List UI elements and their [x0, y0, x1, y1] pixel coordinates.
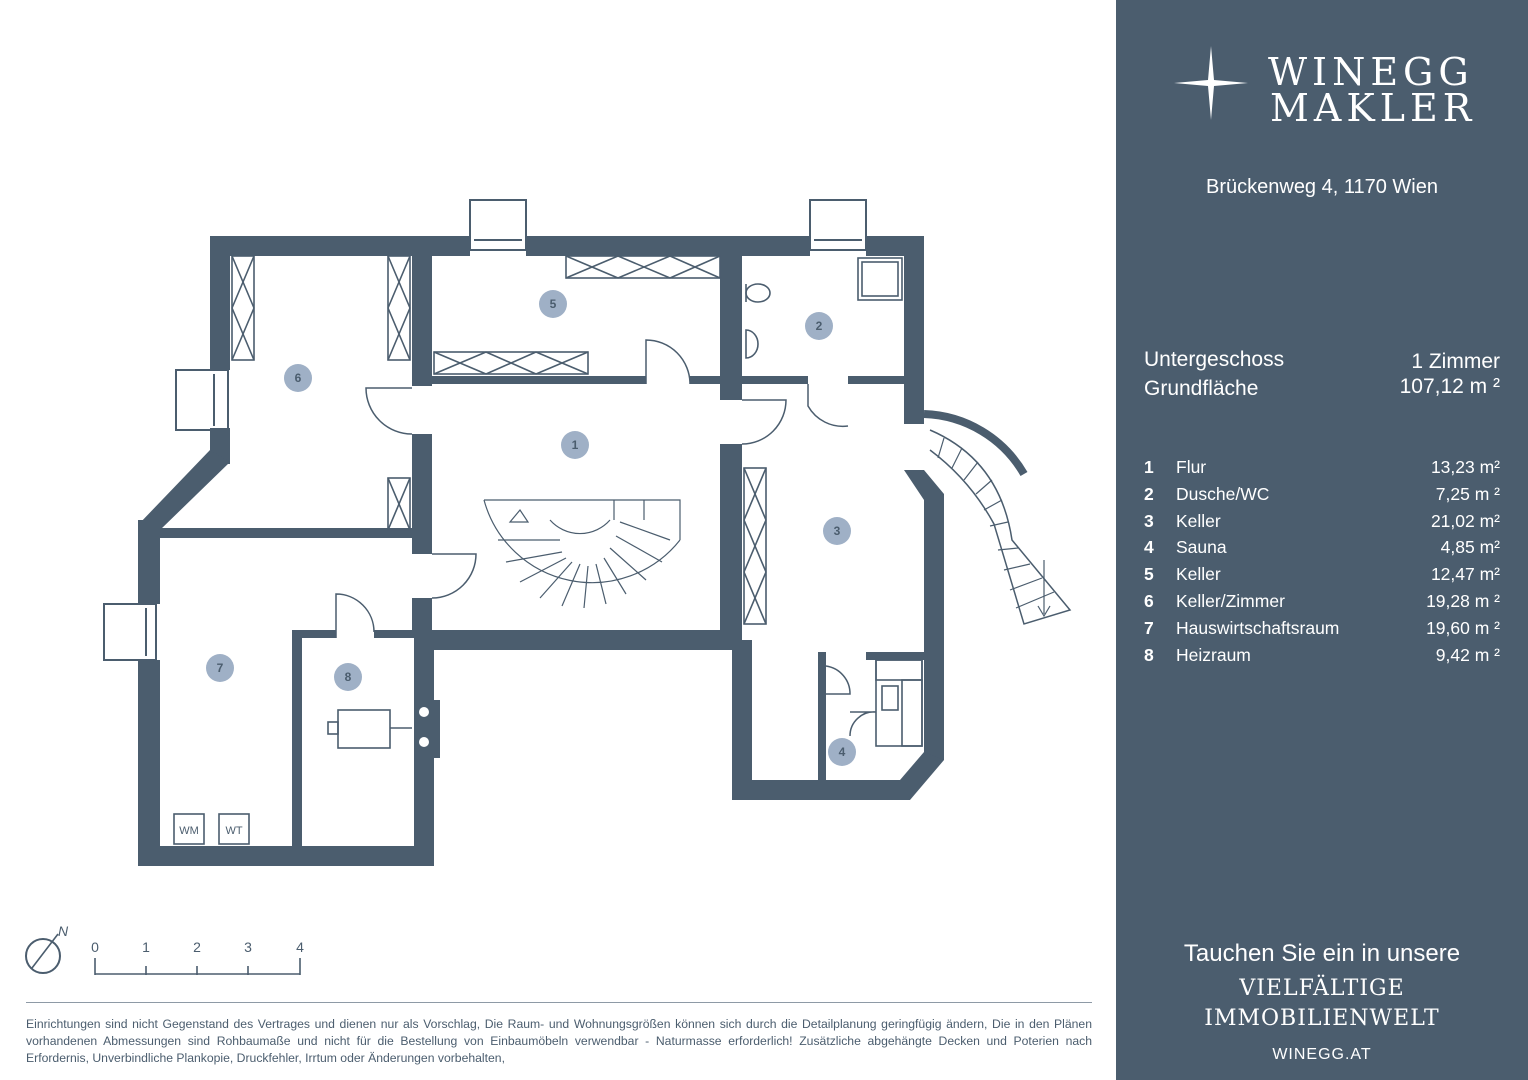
total-area-value: 107,12 m ²	[1399, 375, 1500, 398]
room-name: Sauna	[1176, 537, 1227, 558]
floor-label: Untergeschoss	[1144, 348, 1285, 371]
svg-text:8: 8	[345, 670, 352, 684]
walls	[138, 236, 944, 866]
brand-line-2: MAKLER	[1270, 86, 1477, 130]
room-name: Heizraum	[1176, 644, 1251, 665]
room-number: 6	[1144, 590, 1154, 611]
doors	[335, 339, 877, 737]
dryer-label: WT	[225, 825, 242, 837]
disclaimer-text: Einrichtungen sind nicht Gegenstand des …	[26, 1017, 1092, 1065]
area-label: Grundfläche	[1144, 377, 1259, 400]
property-address: Brückenweg 4, 1170 Wien	[1206, 176, 1438, 198]
compass-icon: N	[25, 923, 69, 974]
room-list-item: 7 Hauswirtschaftsraum 19,60 m ²	[1144, 617, 1500, 644]
scale-bar: 0 1 2 3 4	[91, 939, 304, 975]
scale-label-4: 4	[296, 939, 304, 955]
website-link[interactable]: WINEGG.AT	[1272, 1046, 1372, 1063]
svg-text:6: 6	[295, 371, 302, 385]
room-list-item: 3 Keller 21,02 m²	[1144, 510, 1500, 537]
room-marker-8: 8	[334, 663, 362, 691]
footer-divider	[26, 1002, 1092, 1003]
room-name: Hauswirtschaftsraum	[1176, 617, 1340, 638]
scale-label-0: 0	[91, 939, 99, 955]
scale-label-1: 1	[142, 939, 150, 955]
floor-plan-drawing: 1 2 3 4 5 6 7 8 WM WT N 0 1 2 3 4	[25, 199, 1072, 975]
room-name: Keller	[1176, 564, 1221, 585]
svg-text:4: 4	[839, 745, 846, 759]
room-number: 3	[1144, 510, 1154, 531]
room-list-item: 8 Heizraum 9,42 m ²	[1144, 644, 1500, 671]
room-markers: 1 2 3 4 5 6 7 8	[206, 290, 856, 766]
compass-north-label: N	[58, 923, 69, 939]
brand-line-1: WINEGG	[1268, 50, 1474, 94]
windows	[103, 199, 867, 661]
room-list-item: 2 Dusche/WC 7,25 m ²	[1144, 483, 1500, 510]
room-area: 19,60 m ²	[1426, 617, 1500, 638]
room-list-item: 4 Sauna 4,85 m²	[1144, 536, 1500, 563]
room-area: 12,47 m²	[1430, 564, 1500, 585]
room-name: Keller/Zimmer	[1176, 590, 1285, 611]
room-number: 8	[1144, 644, 1154, 665]
furniture	[173, 255, 923, 845]
room-area: 4,85 m²	[1440, 537, 1500, 558]
room-area: 21,02 m²	[1430, 510, 1500, 531]
room-area: 7,25 m ²	[1435, 483, 1500, 504]
pipes	[414, 700, 440, 758]
room-marker-1: 1	[561, 431, 589, 459]
room-list-item: 6 Keller/Zimmer 19,28 m ²	[1144, 590, 1500, 617]
room-marker-4: 4	[828, 738, 856, 766]
room-number: 1	[1144, 457, 1154, 477]
info-sidebar: WINEGG MAKLER Brückenweg 4, 1170 Wien Un…	[1116, 0, 1528, 1080]
room-number: 5	[1144, 564, 1154, 585]
room-name: Dusche/WC	[1176, 483, 1270, 504]
rooms-count: 1 Zimmer	[1411, 350, 1500, 373]
floor-plan-area: 1 2 3 4 5 6 7 8 WM WT N 0 1 2 3 4	[25, 199, 1092, 1065]
svg-text:3: 3	[834, 524, 841, 538]
room-marker-6: 6	[284, 364, 312, 392]
svg-text:5: 5	[550, 297, 557, 311]
tagline: Tauchen Sie ein in unsere	[1183, 940, 1461, 967]
room-area: 9,42 m ²	[1435, 644, 1500, 665]
room-marker-7: 7	[206, 654, 234, 682]
room-area: 19,28 m ²	[1426, 590, 1500, 611]
room-area: 13,23 m²	[1430, 457, 1500, 477]
room-list-item: 5 Keller 12,47 m²	[1144, 563, 1500, 590]
svg-text:1: 1	[572, 438, 579, 452]
tagline-serif-1: VIELFÄLTIGE	[1239, 976, 1405, 1001]
scale-label-3: 3	[244, 939, 252, 955]
room-number: 4	[1144, 537, 1154, 558]
star-logo-icon	[1174, 46, 1248, 120]
room-name: Keller	[1176, 510, 1221, 531]
washer-label: WM	[179, 825, 199, 837]
room-marker-2: 2	[805, 312, 833, 340]
room-list-item: 1 Flur 13,23 m²	[1144, 456, 1500, 483]
tagline-serif-2: IMMOBILIENWELT	[1204, 1006, 1440, 1031]
room-name: Flur	[1176, 457, 1207, 477]
spiral-staircase	[483, 499, 681, 609]
room-number: 7	[1144, 617, 1154, 638]
scale-label-2: 2	[193, 939, 201, 955]
room-marker-3: 3	[823, 517, 851, 545]
room-number: 2	[1144, 483, 1154, 504]
room-marker-5: 5	[539, 290, 567, 318]
svg-text:2: 2	[816, 319, 823, 333]
outdoor-staircase	[923, 410, 1072, 625]
svg-text:7: 7	[217, 661, 224, 675]
